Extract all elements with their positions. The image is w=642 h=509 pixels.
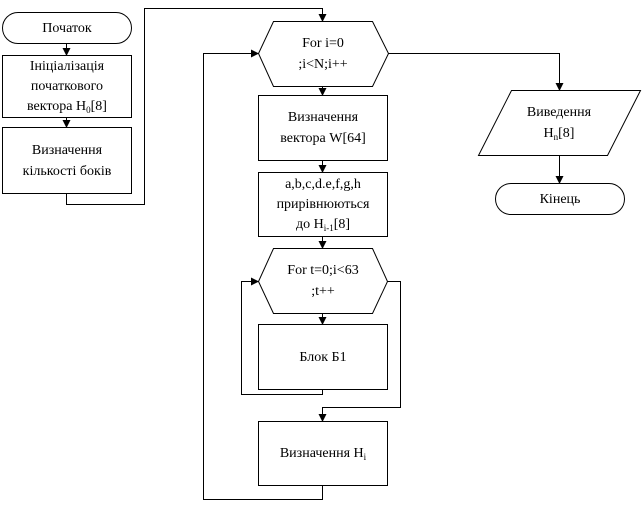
output-label: Виведення Hn[8]: [494, 90, 624, 156]
loop-t-label: For t=0;i<63 ;t++: [258, 248, 388, 314]
edge-loop-i-output: [388, 53, 564, 91]
output-line-1: Виведення: [526, 105, 592, 120]
loop-t-line-2: ;t++: [311, 284, 335, 299]
init-line-2: початкового: [30, 78, 104, 94]
loop-i-label: For i=0 ;i<N;i++: [258, 21, 388, 87]
calc-hi-label: Визначення Hi: [258, 421, 388, 486]
init-line-3-prefix: вектора H: [27, 98, 87, 114]
output-line-2: Hn[8]: [544, 123, 575, 144]
loop-t-line-1: For t=0;i<63: [287, 263, 359, 278]
edge-calc-hi-loop-i: [203, 49, 323, 500]
init-line-3-sub: 0: [86, 104, 91, 115]
block-b1-label: Блок Б1: [258, 324, 388, 390]
assign-line-3: до Hi-1[8]: [296, 215, 350, 235]
vector-w-label: Визначення вектора W[64]: [258, 95, 388, 161]
block-b1-box: [258, 324, 388, 390]
vector-w-line-1: Визначення: [287, 110, 359, 125]
output-line-2-prefix: H: [543, 126, 554, 141]
block-b1-text: Блок Б1: [299, 349, 347, 365]
end-label: Кінець: [495, 183, 625, 215]
output-line-2-sub: n: [553, 132, 559, 142]
assign-line-3-sub: i-1: [323, 222, 334, 233]
assign-label: a,b,c,d.e,f,g,h прирівнюються до Hi-1[8]: [258, 172, 388, 237]
init-label: Ініціалізація початкового вектора H0[8]: [2, 55, 132, 118]
assign-line-3-suffix: [8]: [333, 216, 351, 232]
assign-line-3-prefix: до H: [295, 216, 324, 232]
assign-line-1: a,b,c,d.e,f,g,h: [285, 176, 361, 192]
sides-line-2: кількості боків: [22, 163, 112, 179]
output-parallelogram: [477, 90, 642, 156]
calc-hi-text: Визначення Hi: [280, 443, 366, 464]
sides-line-1: Визначення: [31, 142, 103, 158]
vector-w-box: [258, 95, 388, 161]
start-text: Початок: [42, 20, 92, 36]
calc-hi-prefix: Визначення H: [279, 446, 364, 461]
init-box: [2, 55, 132, 118]
init-line-3-suffix: [8]: [90, 98, 107, 114]
vector-w-line-2: вектора W[64]: [280, 131, 366, 146]
output-line-2-suffix: [8]: [558, 126, 575, 141]
loop-i-line-1: For i=0: [302, 36, 344, 51]
init-line-3: вектора H0[8]: [27, 97, 107, 117]
calc-hi-box: [258, 421, 388, 486]
assign-line-2: прирівнюються: [276, 196, 370, 212]
calc-hi-sub: i: [363, 452, 367, 462]
loop-i-line-2: ;i<N;i++: [298, 57, 348, 72]
start-label: Початок: [2, 12, 132, 44]
edge-loop-t-calc-hi: [318, 281, 401, 422]
end-text: Кінець: [539, 191, 581, 207]
edge-b1-loop-t: [241, 277, 323, 395]
edge-sides-loop-i: [66, 8, 327, 205]
sides-label: Визначення кількості боків: [2, 127, 132, 194]
init-line-1: Ініціалізація: [29, 58, 105, 74]
